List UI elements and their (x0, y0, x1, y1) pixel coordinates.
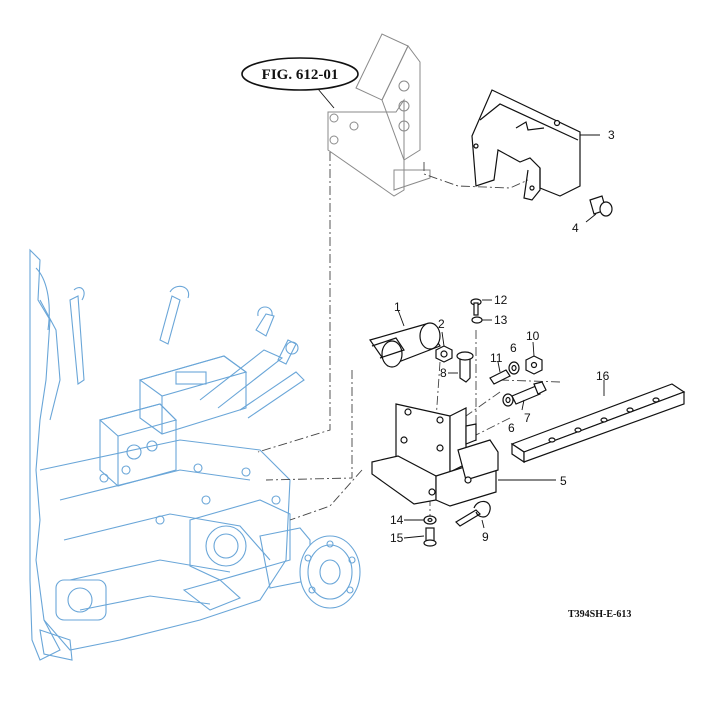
figure-reference-label: FIG. 612-01 (262, 67, 339, 83)
part-12-bolt[interactable] (470, 298, 492, 316)
callout-6-upper[interactable]: 6 (510, 341, 517, 355)
callout-13[interactable]: 13 (494, 313, 508, 327)
part-16-drawbar[interactable] (510, 380, 686, 464)
part-3-guard-cover[interactable] (471, 89, 600, 201)
callout-14[interactable]: 14 (390, 513, 404, 527)
callout-4[interactable]: 4 (572, 221, 579, 235)
part-11-stud-bolt[interactable] (489, 361, 511, 385)
callout-7[interactable]: 7 (524, 411, 531, 425)
part-2-nut[interactable] (435, 331, 453, 363)
part-9-lynch-pin[interactable] (455, 500, 491, 529)
part-6-washer-upper[interactable] (508, 361, 520, 375)
drawing-code: T394SH-E-613 (568, 609, 631, 620)
part-13-washer[interactable] (471, 316, 492, 324)
part-5-mounting-bracket[interactable] (371, 403, 556, 507)
part-10-nut[interactable] (525, 341, 543, 375)
callout-9[interactable]: 9 (482, 530, 489, 544)
callout-15[interactable]: 15 (390, 531, 404, 545)
callout-12[interactable]: 12 (494, 293, 508, 307)
callout-10[interactable]: 10 (526, 329, 540, 343)
callouts: 1 2 3 4 5 6 6 7 8 9 10 11 12 13 14 15 16 (390, 128, 615, 545)
part-8-pin[interactable] (448, 351, 474, 383)
part-15-bolt[interactable] (423, 527, 437, 547)
callout-1[interactable]: 1 (394, 300, 401, 314)
tractor-transmission-illustration (29, 248, 361, 661)
callout-11[interactable]: 11 (490, 351, 503, 365)
callout-16[interactable]: 16 (596, 369, 610, 383)
figure-reference-callout[interactable]: FIG. 612-01 (241, 57, 359, 109)
part-4-bolt[interactable] (585, 195, 613, 223)
callout-2[interactable]: 2 (438, 317, 445, 331)
callout-8[interactable]: 8 (440, 366, 447, 380)
reference-bracket (327, 33, 431, 197)
callout-5[interactable]: 5 (560, 474, 567, 488)
part-6-washer-lower[interactable] (502, 393, 514, 407)
part-1-cylinder[interactable] (369, 309, 441, 368)
callout-3[interactable]: 3 (608, 128, 615, 142)
part-7-bolt[interactable] (511, 381, 547, 411)
callout-6-lower[interactable]: 6 (508, 421, 515, 435)
part-14-washer[interactable] (423, 515, 437, 525)
